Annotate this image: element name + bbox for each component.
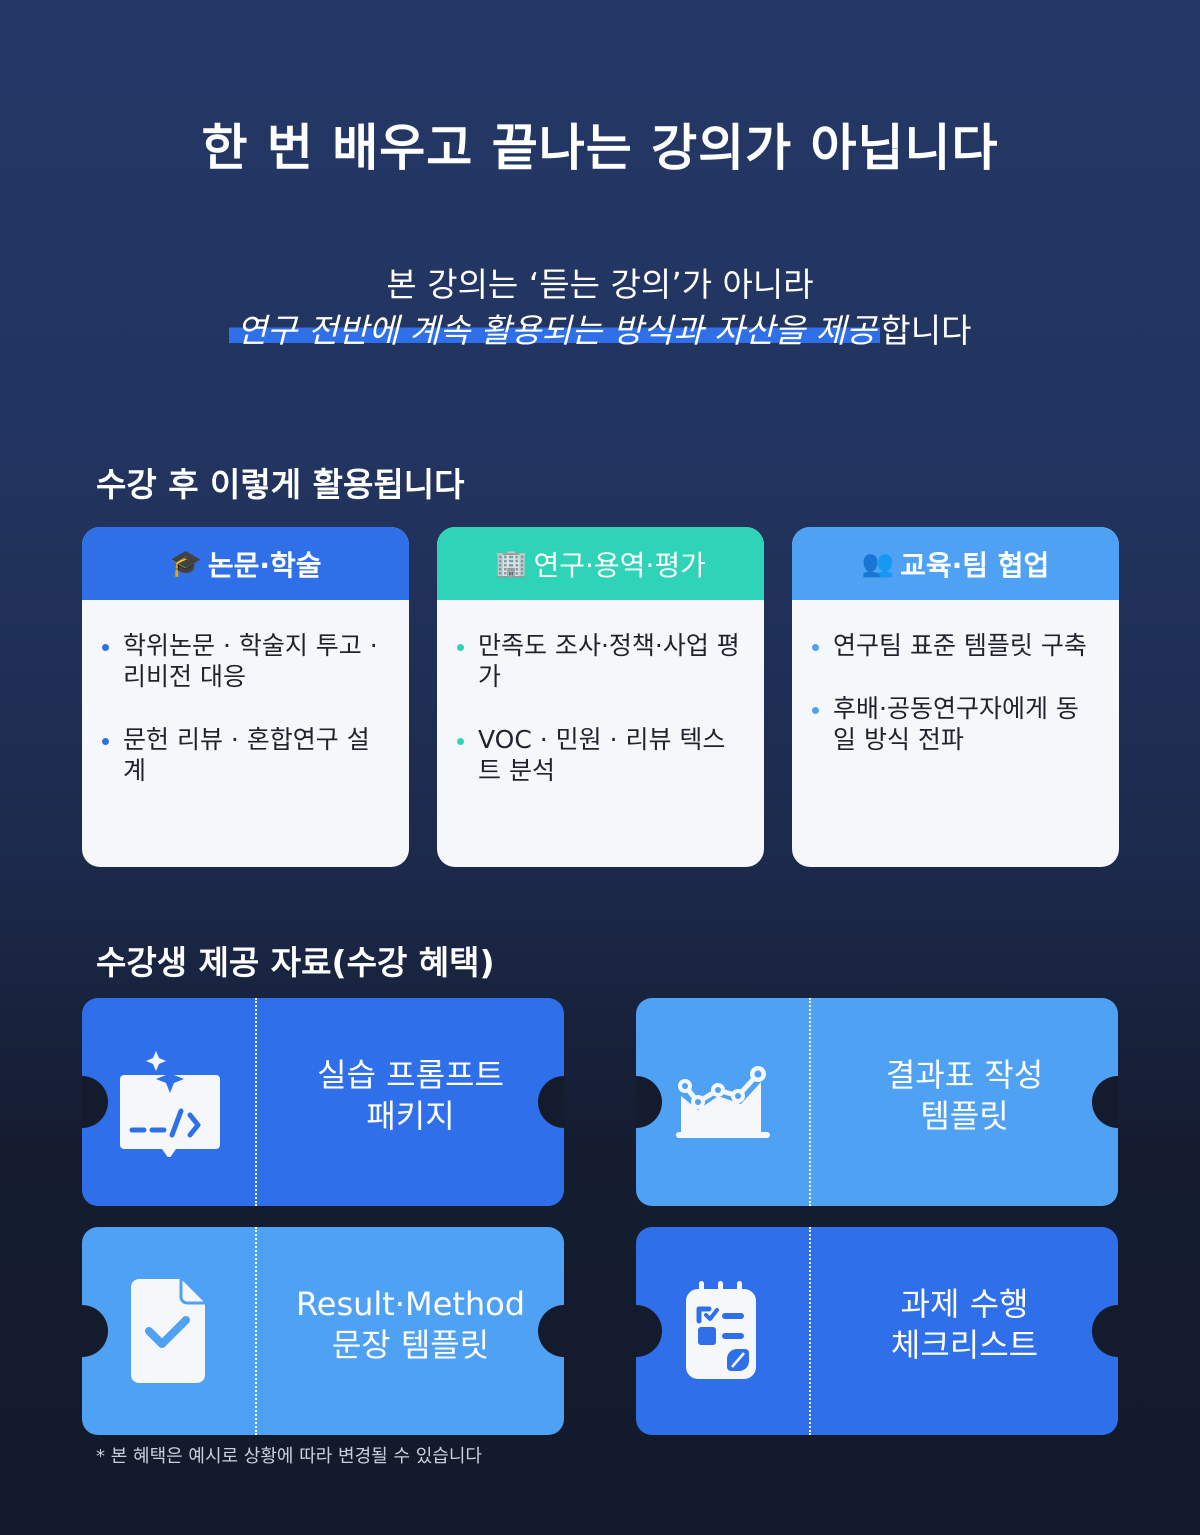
main-title: 한 번 배우고 끝나는 강의가 아닙니다 [201, 119, 999, 177]
intro-suffix: 합니다 [880, 311, 972, 350]
benefits-section-title: 수강생 제공 자료(수강 혜택) [96, 943, 495, 982]
usage-card-education: 👥 교육·팀 협업 연구팀 표준 템플릿 구축 후배·공동연구자에게 동일 방식… [792, 527, 1119, 867]
list-item-text: 후배·공동연구자에게 동일 방식 전파 [833, 694, 1079, 754]
list-item-text: VOC · 민원 · 리뷰 텍스트 분석 [478, 725, 726, 785]
intro-text: 본 강의는 ‘듣는 강의’가 아니라 연구 전반에 계속 활용되는 방식과 자산… [0, 262, 1200, 354]
ticket-title-line-2: 문장 템플릿 [331, 1326, 490, 1364]
intro-highlight: 연구 전반에 계속 활용되는 방식과 자산을 제공 [228, 311, 881, 350]
usage-card-header: 👥 교육·팀 협업 [792, 527, 1119, 600]
usage-card-title: 연구·용역·평가 [533, 548, 706, 582]
benefit-ticket-sentence-template: Result·Method 문장 템플릿 [82, 1227, 564, 1435]
usage-cards: 🎓 논문·학술 학위논문 · 학술지 투고 · 리비전 대응 문헌 리뷰 · 혼… [82, 527, 1119, 867]
ticket-title-line-2: 템플릿 [920, 1097, 1009, 1135]
bullet-icon [457, 644, 464, 651]
document-check-icon [130, 1279, 205, 1383]
ticket-title-line-1: 결과표 작성 [885, 1056, 1044, 1094]
bullet-icon [102, 738, 109, 745]
benefit-ticket-results-table: 결과표 작성 템플릿 [636, 998, 1118, 1206]
intro-line-1: 본 강의는 ‘듣는 강의’가 아니라 [386, 265, 814, 304]
usage-card-header: 🏢 연구·용역·평가 [437, 527, 764, 600]
list-item: VOC · 민원 · 리뷰 텍스트 분석 [457, 724, 740, 786]
usage-card-title: 논문·학술 [207, 548, 322, 582]
office-building-icon: 🏢 [495, 548, 528, 579]
bullet-icon [812, 644, 819, 651]
benefit-ticket-prompt-package: 실습 프롬프트 패키지 [82, 998, 564, 1206]
code-prompt-icon [119, 1051, 220, 1157]
graduation-cap-icon: 🎓 [169, 548, 202, 579]
bullet-icon [102, 644, 109, 651]
list-item-text: 연구팀 표준 템플릿 구축 [833, 631, 1087, 660]
perforation-divider [809, 1227, 811, 1435]
perforation-divider [255, 1227, 257, 1435]
list-item: 학위논문 · 학술지 투고 · 리비전 대응 [102, 630, 385, 692]
people-icon: 👥 [861, 548, 895, 579]
list-item-text: 문헌 리뷰 · 혼합연구 설계 [123, 725, 370, 785]
ticket-title-line-1: Result·Method [295, 1285, 526, 1323]
list-item: 만족도 조사·정책·사업 평가 [457, 630, 740, 692]
ticket-title-line-1: 실습 프롬프트 [317, 1056, 504, 1094]
bullet-icon [812, 707, 819, 714]
list-item: 문헌 리뷰 · 혼합연구 설계 [102, 724, 385, 786]
benefit-ticket-checklist: 과제 수행 체크리스트 [636, 1227, 1118, 1435]
usage-card-title: 교육·팀 협업 [900, 548, 1050, 582]
list-item-text: 학위논문 · 학술지 투고 · 리비전 대응 [123, 631, 378, 691]
list-item-text: 만족도 조사·정책·사업 평가 [478, 631, 740, 691]
ticket-title-line-2: 체크리스트 [890, 1326, 1039, 1364]
ticket-title-line-2: 패키지 [366, 1097, 455, 1135]
bullet-icon [457, 738, 464, 745]
list-item: 연구팀 표준 템플릿 구축 [812, 630, 1095, 661]
ticket-title-line-1: 과제 수행 [900, 1285, 1029, 1323]
usage-card-research: 🏢 연구·용역·평가 만족도 조사·정책·사업 평가 VOC · 민원 · 리뷰… [437, 527, 764, 867]
perforation-divider [809, 998, 811, 1206]
usage-section-title: 수강 후 이렇게 활용됩니다 [96, 465, 465, 504]
checklist-notepad-icon [685, 1281, 756, 1379]
usage-card-header: 🎓 논문·학술 [82, 527, 409, 600]
list-item: 후배·공동연구자에게 동일 방식 전파 [812, 693, 1095, 755]
usage-card-academic: 🎓 논문·학술 학위논문 · 학술지 투고 · 리비전 대응 문헌 리뷰 · 혼… [82, 527, 409, 867]
footnote: * 본 혜택은 예시로 상황에 따라 변경될 수 있습니다 [96, 1446, 482, 1467]
line-chart-icon [675, 1066, 770, 1138]
perforation-divider [255, 998, 257, 1206]
